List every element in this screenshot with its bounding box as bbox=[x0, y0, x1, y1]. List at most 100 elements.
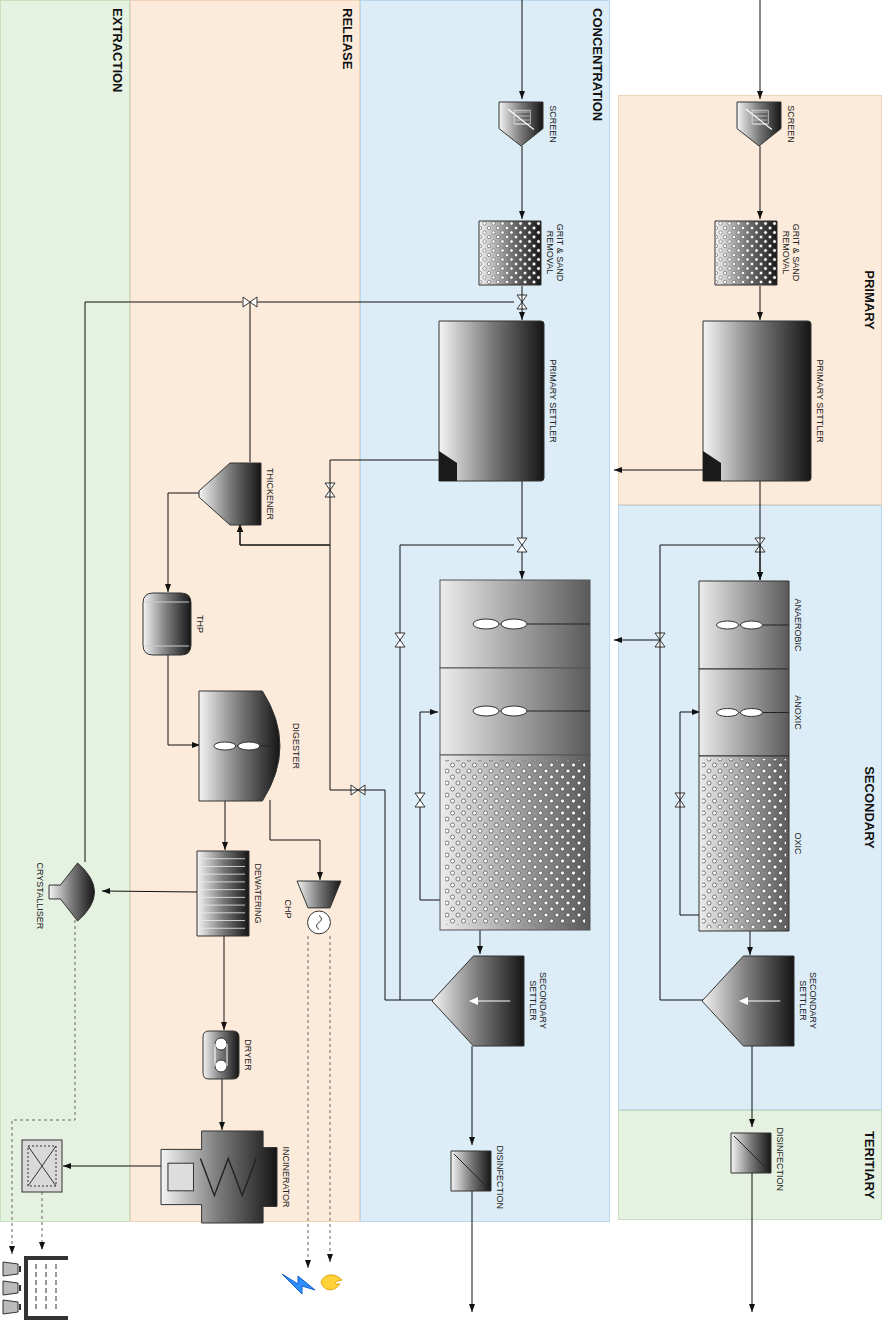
drawing-path bbox=[522, 480, 523, 579]
flow-arrow bbox=[102, 891, 198, 892]
unit-label: DISINFECTION bbox=[775, 1128, 785, 1178]
drawing-path bbox=[715, 221, 777, 285]
drawing-ellipse bbox=[717, 621, 739, 629]
thk-icon bbox=[199, 463, 261, 525]
drawing-path bbox=[250, 302, 514, 462]
unit-label: DEWATERING bbox=[253, 863, 263, 924]
drawing-path bbox=[699, 669, 789, 756]
unit-label: CHP bbox=[283, 899, 293, 919]
dig-icon bbox=[199, 691, 287, 801]
process-unit: SECONDARY SETTLER bbox=[702, 956, 818, 1047]
unit-label: ANOXIC bbox=[793, 695, 803, 731]
drawing-path bbox=[522, 0, 523, 99]
drawing-path bbox=[317, 915, 322, 929]
unit-label-group: DISINFECTION bbox=[495, 1146, 505, 1196]
flow-arrow bbox=[760, 146, 761, 219]
mix-icon bbox=[699, 581, 789, 669]
drawing-rect bbox=[716, 222, 776, 284]
flow-arrow bbox=[522, 286, 523, 320]
screen-icon bbox=[736, 101, 782, 147]
drawing-path bbox=[215, 1044, 227, 1066]
flow-arrow bbox=[240, 460, 440, 545]
drawing-path bbox=[282, 1274, 315, 1294]
process-unit: SCREEN bbox=[736, 101, 796, 147]
drawing-rect bbox=[168, 1163, 194, 1191]
drawing-g bbox=[63, 0, 760, 1312]
drawing-line bbox=[201, 858, 245, 859]
flow-arrow bbox=[760, 286, 761, 320]
clar-icon bbox=[432, 956, 524, 1046]
dis-icon bbox=[731, 1133, 771, 1173]
unit-label: OXIC bbox=[793, 832, 803, 855]
drawing-use bbox=[243, 297, 257, 307]
stage-band: PRIMARY SCREEN GRIT & SAND REMOVAL PRIMARY … bbox=[618, 95, 882, 505]
unit-label-group: GRIT & SAND REMOVAL bbox=[781, 220, 801, 286]
chp-icon bbox=[297, 881, 341, 937]
drawing-ellipse bbox=[473, 619, 499, 629]
process-unit: CHP bbox=[283, 881, 341, 937]
drawing-g bbox=[12, 920, 330, 1268]
pset-icon bbox=[703, 321, 811, 481]
mix-icon bbox=[699, 669, 789, 756]
drawing-rect bbox=[28, 1146, 56, 1186]
drawing-rect bbox=[445, 760, 585, 925]
drawing-path bbox=[752, 1172, 753, 1312]
drawing-path bbox=[330, 936, 331, 1262]
drawing-line bbox=[753, 112, 767, 113]
process-unit: PRIMARY SETTLER bbox=[439, 321, 558, 481]
drawing-rect bbox=[22, 1140, 62, 1192]
drawing-line bbox=[753, 124, 767, 125]
drawing-ellipse bbox=[717, 709, 739, 717]
drawing-g bbox=[3, 295, 765, 1318]
unit-label: SECONDARY SETTLER bbox=[798, 956, 818, 1046]
unit-label-group: PRIMARY SETTLER bbox=[815, 359, 825, 444]
drawing-path bbox=[439, 451, 457, 481]
flow-arrow bbox=[168, 654, 200, 745]
drawing-line bbox=[734, 1136, 768, 1170]
stage-title: PRIMARY bbox=[858, 96, 881, 504]
drawing-path bbox=[703, 321, 811, 481]
stage-title: EXTRACTION bbox=[106, 1, 129, 1221]
drawing-line bbox=[753, 116, 767, 117]
unit-label: ANAEROBIC bbox=[793, 598, 803, 652]
drawing-path bbox=[36, 1264, 56, 1312]
drawing-rect bbox=[440, 755, 590, 930]
flow-arrow bbox=[240, 524, 433, 1000]
drawing-path bbox=[85, 302, 242, 862]
unit-label: GRIT & SAND REMOVAL bbox=[781, 220, 801, 286]
stage-title: SECONDARY bbox=[858, 506, 881, 1109]
unit-label-group: DIGESTER bbox=[291, 723, 301, 770]
drawing-path bbox=[472, 1190, 473, 1312]
drawing-path bbox=[508, 109, 534, 129]
drawing-path bbox=[200, 1159, 256, 1196]
unit-label-group: PRIMARY SETTLER bbox=[548, 359, 558, 444]
drawing-path bbox=[297, 881, 341, 908]
process-unit: DEWATERING bbox=[197, 851, 263, 936]
drawing-rect bbox=[702, 759, 786, 928]
flow-arrow bbox=[222, 1078, 223, 1130]
drawing-path bbox=[19, 1266, 21, 1310]
drawing-line bbox=[201, 920, 245, 921]
drawing-circle bbox=[215, 1038, 227, 1050]
drawing-rect bbox=[440, 668, 590, 755]
drawing-use bbox=[415, 793, 425, 807]
unit-label: DISINFECTION bbox=[495, 1146, 505, 1196]
flow-arrow bbox=[168, 493, 200, 592]
drawing-path bbox=[699, 581, 789, 669]
drawing-path bbox=[737, 102, 781, 146]
stage-title: CONCENTRATION bbox=[586, 1, 609, 1221]
flow-arrow bbox=[522, 146, 523, 219]
process-unit: SECONDARY SETTLER bbox=[432, 956, 548, 1047]
unit-label-group: CRYSTALLISER bbox=[35, 863, 45, 921]
unit-label: THP bbox=[195, 615, 205, 634]
process-unit: THP bbox=[143, 593, 205, 655]
unit-label-group: OXIC bbox=[793, 832, 803, 855]
unit-label-group: SCREEN bbox=[548, 105, 558, 144]
unit-label-group: ANAEROBIC bbox=[793, 598, 803, 652]
drawing-path bbox=[702, 956, 794, 1046]
drawing-path bbox=[42, 1192, 43, 1250]
drawing-ellipse bbox=[473, 706, 499, 716]
drawing-use bbox=[517, 538, 527, 552]
process-unit: GRIT & SAND REMOVAL bbox=[479, 220, 565, 287]
drawing-path bbox=[703, 451, 721, 481]
